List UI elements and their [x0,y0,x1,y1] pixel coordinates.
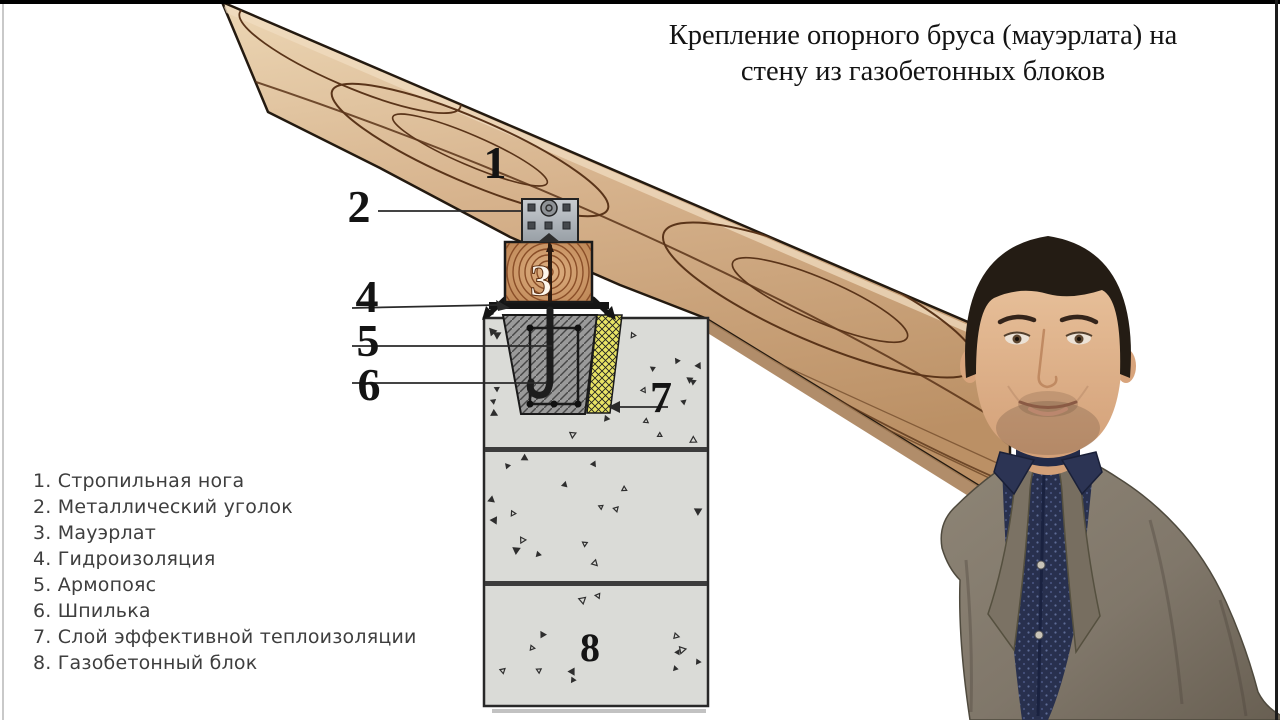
callout-1: 1 [484,137,507,188]
legend-item: 3. Мауэрлат [33,522,156,544]
beam-underside-face [698,318,1010,522]
legend-item: 6. Шпилька [33,600,151,622]
presenter-hair [965,236,1131,378]
metal-angle-plate [521,198,579,243]
block-joint [485,447,707,452]
right-frame-edge [1275,0,1278,720]
callout-8: 8 [580,625,600,670]
presenter-eyes [1003,331,1093,345]
shirt-collar-right [1060,451,1103,496]
presenter-photo [940,236,1280,720]
anchor-stud [526,242,554,399]
presenter-nose [1037,328,1058,389]
suit-folds [964,519,1248,717]
legend-item: 8. Газобетонный блок [33,652,258,674]
presenter-face [974,256,1122,458]
legend-item: 2. Металлический уголок [33,496,293,518]
eyebrow-left [997,314,1037,325]
shirt-collar-left [993,451,1036,496]
presenter-suit [940,453,1280,720]
shirt-button [1036,560,1046,570]
title-line-2: стену из газобетонных блоков [740,56,1106,87]
legend-item: 1. Стропильная нога [33,470,245,492]
presenter-mouth [1018,400,1078,409]
left-frame-edge [2,4,4,720]
callout-3: 3 [530,256,552,305]
shirt-placket [1036,469,1046,717]
top-letterbox-bar [0,0,1280,4]
page-title: Крепление опорного бруса (мауэрлата) на … [598,18,1248,90]
callout-4: 4 [356,271,379,322]
screw-washer [540,199,558,217]
leader-line-4 [351,304,499,309]
waterproofing-layer [482,296,616,320]
callout-2: 2 [348,181,371,232]
title-line-1: Крепление опорного бруса (мауэрлата) на [668,20,1178,51]
shirt-button [1034,630,1044,640]
leader-arrow-4 [496,300,510,311]
leader-lines [351,210,668,408]
presenter-lower-lip [1028,407,1068,416]
concrete-speckles [487,327,703,684]
wall-shadow [492,709,706,713]
callout-6: 6 [358,359,381,410]
callout-7: 7 [650,373,672,422]
legend-item: 4. Гидроизоляция [33,548,216,570]
block-joint [485,581,707,586]
leader-arrow-7 [608,401,620,413]
legend-item: 7. Слой эффективной теплоизоляции [33,626,417,648]
callout-5: 5 [357,315,380,366]
legend-item: 5. Армопояс [33,574,157,596]
stubble-shading [996,401,1100,455]
eyebrow-right [1059,314,1099,325]
legend-list: 1. Стропильная нога 2. Металлический уго… [33,468,417,676]
